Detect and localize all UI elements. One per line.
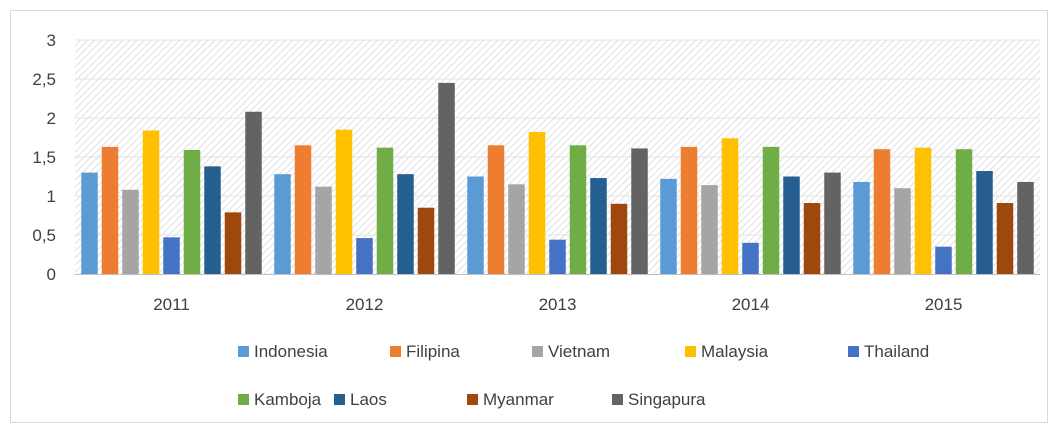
bar-vietnam-2012 xyxy=(315,186,332,274)
x-tick-label: 2012 xyxy=(346,295,384,314)
bar-vietnam-2015 xyxy=(894,188,911,274)
bar-filipina-2012 xyxy=(294,145,312,274)
bar-laos-2014 xyxy=(783,176,800,274)
legend-label-vietnam: Vietnam xyxy=(548,342,610,361)
legend-label-malaysia: Malaysia xyxy=(701,342,769,361)
bar-malaysia-2012 xyxy=(335,129,353,274)
bar-filipina-2011 xyxy=(101,146,119,274)
bar-malaysia-2015 xyxy=(914,147,932,274)
bar-singapura-2015 xyxy=(1017,181,1034,274)
bar-thailand-2011 xyxy=(163,237,180,274)
legend-swatch-kamboja xyxy=(238,394,249,405)
legend-swatch-indonesia xyxy=(238,346,249,357)
bar-myanmar-2013 xyxy=(610,203,628,274)
x-tick-label: 2015 xyxy=(925,295,963,314)
bar-indonesia-2011 xyxy=(81,172,98,274)
bar-filipina-2014 xyxy=(680,146,698,274)
legend-label-laos: Laos xyxy=(350,390,387,409)
bar-kamboja-2015 xyxy=(955,149,973,274)
y-tick-label: 2 xyxy=(47,109,56,128)
bar-thailand-2013 xyxy=(549,239,566,274)
bar-singapura-2014 xyxy=(824,172,841,274)
legend-label-kamboja: Kamboja xyxy=(254,390,322,409)
y-tick-label: 0,5 xyxy=(32,226,56,245)
bar-laos-2011 xyxy=(204,166,221,274)
x-tick-label: 2013 xyxy=(539,295,577,314)
bar-filipina-2015 xyxy=(873,149,891,274)
bar-kamboja-2013 xyxy=(569,145,587,274)
legend-swatch-laos xyxy=(334,394,345,405)
bar-laos-2015 xyxy=(976,171,993,274)
bar-thailand-2015 xyxy=(935,246,952,274)
bar-kamboja-2014 xyxy=(762,146,780,274)
bars xyxy=(81,82,1034,275)
legend-label-filipina: Filipina xyxy=(406,342,460,361)
bar-indonesia-2014 xyxy=(660,178,677,274)
bar-indonesia-2013 xyxy=(467,176,484,274)
legend-label-singapura: Singapura xyxy=(628,390,706,409)
axes: 0 0,5 1 1,5 2 2,5 3 2011 2012 2013 2014 2015 xyxy=(32,31,1040,314)
bar-kamboja-2012 xyxy=(376,147,394,274)
legend-swatch-malaysia xyxy=(685,346,696,357)
legend-swatch-myanmar xyxy=(467,394,478,405)
bar-myanmar-2014 xyxy=(803,203,821,274)
bar-singapura-2012 xyxy=(438,82,455,275)
y-tick-label: 1 xyxy=(47,187,56,206)
bar-singapura-2013 xyxy=(631,148,648,274)
x-tick-label: 2014 xyxy=(732,295,770,314)
bar-myanmar-2011 xyxy=(224,212,242,274)
bar-malaysia-2011 xyxy=(142,130,160,274)
bar-thailand-2014 xyxy=(742,242,759,274)
bar-laos-2013 xyxy=(590,178,607,274)
bar-thailand-2012 xyxy=(356,238,373,274)
legend: Indonesia Filipina Vietnam Malaysia Thailand… xyxy=(238,342,929,409)
legend-swatch-singapura xyxy=(612,394,623,405)
x-tick-label: 2011 xyxy=(153,295,190,314)
bar-indonesia-2012 xyxy=(274,174,291,274)
bar-malaysia-2013 xyxy=(528,132,546,274)
legend-label-myanmar: Myanmar xyxy=(483,390,554,409)
bar-myanmar-2012 xyxy=(417,207,435,274)
y-tick-label: 2,5 xyxy=(32,70,56,89)
bar-laos-2012 xyxy=(397,174,414,274)
legend-label-thailand: Thailand xyxy=(864,342,929,361)
bar-filipina-2013 xyxy=(487,145,505,274)
bar-vietnam-2011 xyxy=(122,189,139,274)
y-tick-label: 0 xyxy=(47,265,56,284)
legend-swatch-filipina xyxy=(390,346,401,357)
bar-kamboja-2011 xyxy=(183,149,201,274)
legend-label-indonesia: Indonesia xyxy=(254,342,328,361)
bar-singapura-2011 xyxy=(245,111,262,274)
bar-myanmar-2015 xyxy=(996,203,1014,274)
bar-indonesia-2015 xyxy=(853,181,870,274)
bar-vietnam-2013 xyxy=(508,184,525,274)
y-tick-label: 1,5 xyxy=(32,148,56,167)
legend-swatch-thailand xyxy=(848,346,859,357)
y-tick-label: 3 xyxy=(47,31,56,50)
bar-malaysia-2014 xyxy=(721,138,739,274)
legend-swatch-vietnam xyxy=(532,346,543,357)
bar-vietnam-2014 xyxy=(701,185,718,274)
